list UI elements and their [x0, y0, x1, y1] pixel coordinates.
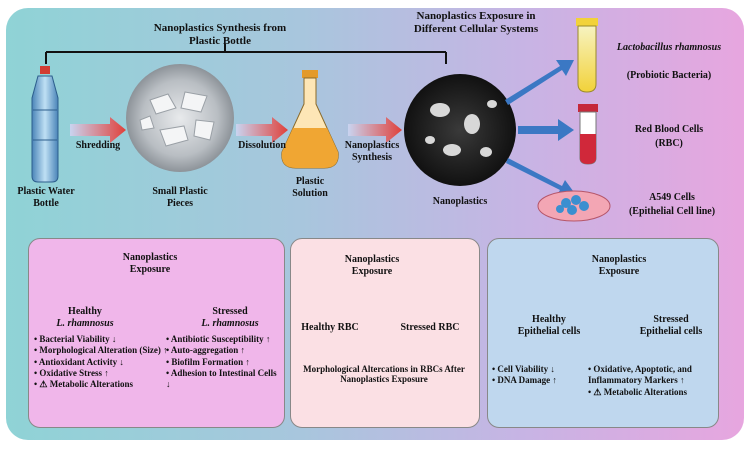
panel1-left-list: • Bacterial Viability ↓ • Morphological … [34, 334, 168, 390]
panel1-healthy-1: Healthy [68, 306, 102, 317]
label-shredding: Shredding [75, 140, 121, 151]
label-a549-desc: (Epithelial Cell line) [628, 206, 716, 217]
rbc-tube-icon [578, 104, 598, 165]
list-item: • Antioxidant Activity ↓ [34, 356, 124, 367]
panel1-stressed-2: L. rhamnosus [201, 318, 259, 329]
plastic-bottle-icon [31, 66, 59, 183]
synthesis-bracket [45, 44, 447, 64]
label-nanoplastics: Nanoplastics [432, 196, 488, 207]
label-rbc-name: Red Blood Cells [634, 124, 704, 135]
list-item: • Cell Viability ↓ [492, 364, 555, 374]
exposure-title: Nanoplastics Exposure in Different Cellu… [413, 10, 539, 35]
list-item: • DNA Damage ↑ [492, 375, 557, 386]
list-item: • ⚠ Metabolic Alterations [34, 379, 133, 389]
process-arrows [70, 117, 402, 143]
label-lacto-name: Lactobacillus rhamnosus [616, 42, 722, 53]
panel-bacteria [28, 238, 285, 428]
arrow-shredding [70, 117, 126, 143]
arrow-to-rbc [518, 119, 574, 141]
nanoplastics-sem-icon [404, 74, 516, 186]
label-plastic-bottle: Plastic Water Bottle [17, 186, 75, 209]
arrow-synthesis [348, 117, 402, 143]
list-item: • Oxidative, Apoptotic, and Inflammatory… [588, 364, 692, 386]
arrow-to-a549 [506, 158, 576, 195]
list-item: • Biofilm Formation ↑ [166, 356, 250, 367]
panel1-exposure-label: Nanoplastics Exposure [122, 252, 178, 275]
plastic-flakes-icon [126, 64, 234, 172]
arrow-dissolution [236, 117, 288, 143]
panel2-stressed-label: Stressed RBC [400, 322, 460, 333]
arrow-to-lacto [505, 60, 574, 105]
panel1-right-list: • Antibiotic Susceptibility ↑ • Auto-agg… [166, 334, 280, 390]
panel3-healthy-2: Epithelial cells [517, 326, 581, 337]
label-small-pieces: Small Plastic Pieces [152, 186, 208, 209]
a549-dish-icon [537, 190, 611, 222]
list-item: • Oxidative Stress ↑ [34, 367, 109, 378]
flask-icon [281, 70, 339, 169]
panel-rbc [290, 238, 480, 428]
lacto-tube-icon [576, 18, 598, 93]
panel2-healthy-label: Healthy RBC [301, 322, 359, 333]
panel3-stressed-1: Stressed [653, 314, 689, 325]
label-plastic-solution: Plastic Solution [292, 176, 328, 199]
synthesis-title: Nanoplastics Synthesis from Plastic Bott… [153, 22, 287, 47]
panel-epithelial [487, 238, 719, 428]
panel1-stressed-1: Stressed [212, 306, 248, 317]
label-lacto-desc: (Probiotic Bacteria) [626, 70, 712, 81]
list-item: • Morphological Alteration (Size) ↑ [34, 345, 168, 356]
panel1-healthy-2: L. rhamnosus [56, 318, 114, 329]
panel3-right-list: • Oxidative, Apoptotic, and Inflammatory… [588, 364, 714, 398]
panel3-left-list: • Cell Viability ↓ • DNA Damage ↑ [492, 364, 588, 387]
label-dissolution: Dissolution [238, 140, 286, 151]
panel2-caption: Morphological Altercations in RBCs After… [303, 364, 465, 385]
list-item: • Antibiotic Susceptibility ↑ [166, 334, 271, 344]
list-item: • ⚠ Metabolic Alterations [588, 386, 687, 397]
panel2-exposure-label: Nanoplastics Exposure [344, 254, 400, 277]
panel3-stressed-2: Epithelial cells [639, 326, 703, 337]
list-item: • Adhesion to Intestinal Cells ↓ [166, 367, 277, 389]
label-synthesis: Nanoplastics Synthesis [344, 140, 400, 163]
exposure-arrows [505, 60, 576, 195]
label-rbc-abbr: (RBC) [655, 138, 683, 149]
panel3-healthy-1: Healthy [532, 314, 566, 325]
list-item: • Bacterial Viability ↓ [34, 334, 117, 344]
panel3-exposure-label: Nanoplastics Exposure [591, 254, 647, 277]
label-a549-name: A549 Cells [649, 192, 695, 203]
list-item: • Auto-aggregation ↑ [166, 345, 245, 356]
